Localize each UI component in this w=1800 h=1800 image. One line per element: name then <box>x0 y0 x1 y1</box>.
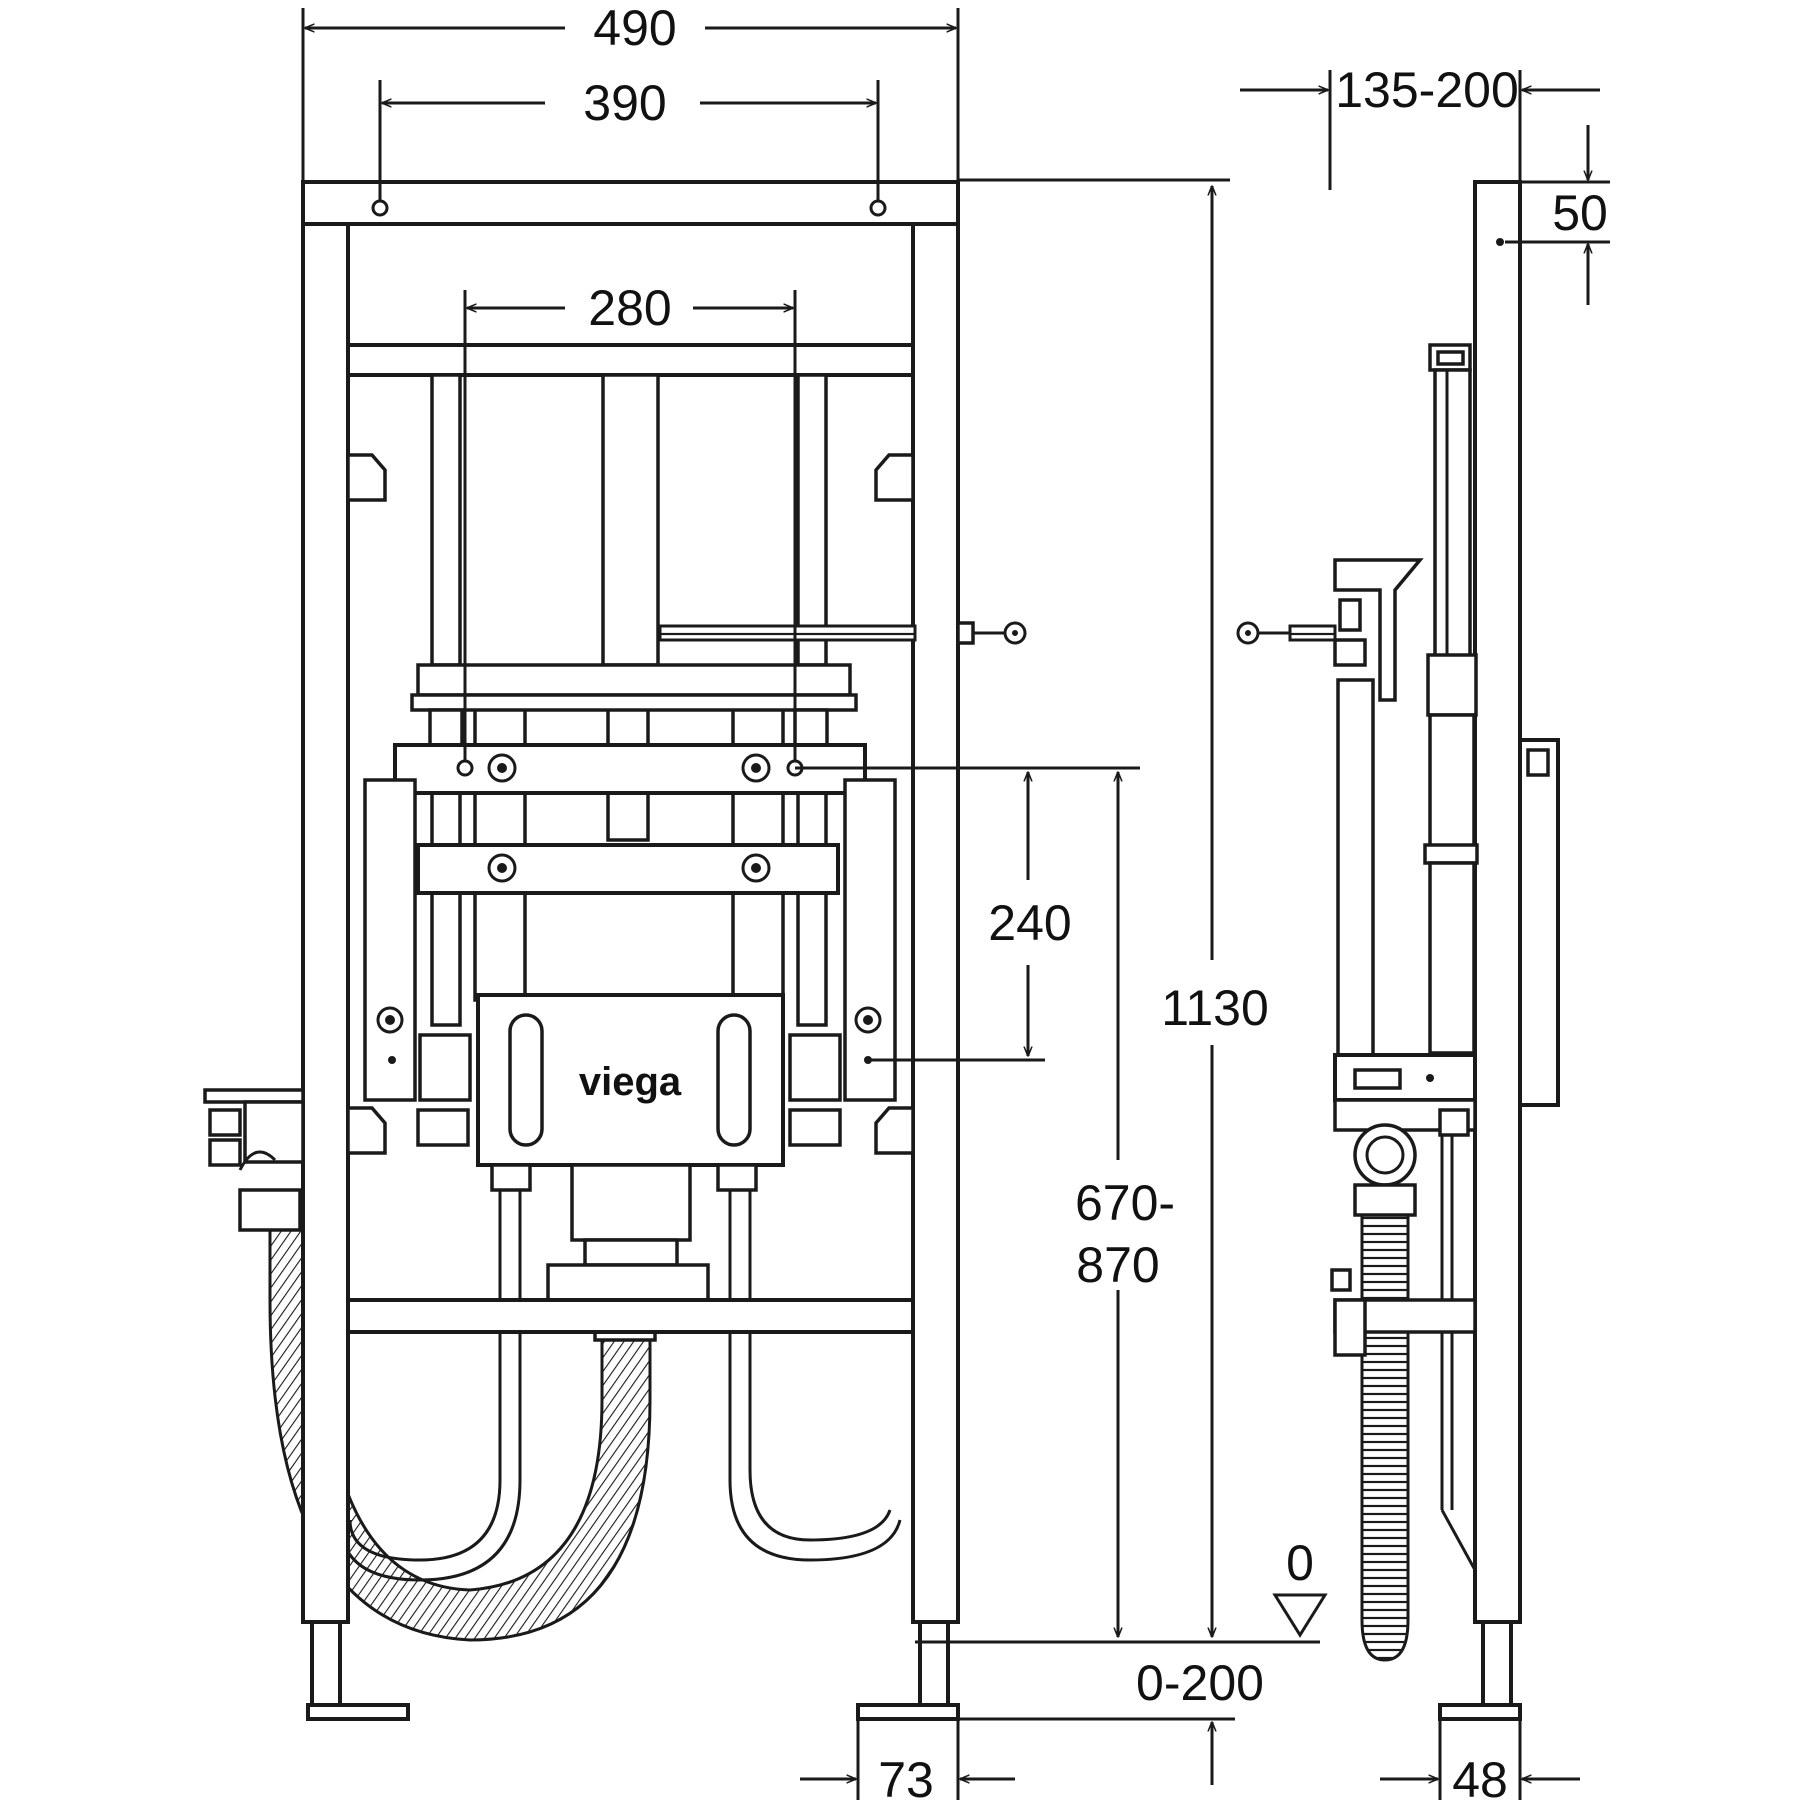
outlet-slot-right <box>716 1013 752 1147</box>
dim-foot-adjust: 0-200 <box>1136 1655 1264 1711</box>
frame-upright-right <box>911 180 960 1624</box>
frame-upright-left <box>301 180 350 1624</box>
front-view: viega <box>203 180 1027 1721</box>
fixing-hole-right <box>869 199 887 217</box>
top-rail <box>301 180 960 226</box>
brand-label: viega <box>579 1060 682 1104</box>
bottom-rail <box>346 1298 915 1334</box>
side-adjustment-head <box>1333 558 1424 702</box>
side-waste-hose <box>1360 1208 1410 1662</box>
dim-mount-height-bottom: 870 <box>1076 1237 1159 1293</box>
bracket-bottom-right <box>874 1106 915 1155</box>
dim-wall-distance: 135-200 <box>1335 62 1519 118</box>
dim-zero-level: 0 <box>1286 1535 1314 1591</box>
side-foot <box>1438 1703 1522 1721</box>
dim-fixing-spacing: 280 <box>588 280 671 336</box>
bracket-bottom-left <box>346 1106 387 1155</box>
bracket-top-right <box>874 453 915 502</box>
dim-top-hole: 50 <box>1552 185 1608 241</box>
supply-pipe-right <box>728 1180 902 1562</box>
outlet-slot-left <box>508 1013 544 1147</box>
dim-outlet-spacing: 240 <box>988 895 1071 951</box>
dim-mount-height-top: 670- <box>1075 1175 1175 1231</box>
side-frame-upright <box>1473 180 1522 1624</box>
dim-total-height: 1130 <box>1161 980 1269 1036</box>
zero-level-triangle-icon <box>1272 1593 1328 1638</box>
front-dimensions: 490 390 280 240 670- 870 1130 0 <box>301 0 1328 1800</box>
wall-plate <box>1518 738 1560 1107</box>
dim-side-foot-width: 48 <box>1452 1752 1508 1800</box>
adjustment-screw <box>658 624 917 642</box>
fixing-hole-left <box>371 199 389 217</box>
foot-right <box>856 1703 960 1721</box>
foot-left <box>306 1703 410 1721</box>
trap-fitting <box>203 1088 305 1104</box>
supply-pipe-left <box>348 1180 502 1562</box>
waste-connector <box>570 1163 692 1242</box>
side-view <box>1236 180 1560 1721</box>
telescopic-column <box>1433 368 1472 707</box>
dim-frame-width: 490 <box>593 0 676 56</box>
side-dimensions: 135-200 50 48 <box>1240 62 1610 1800</box>
dim-foot-width: 73 <box>878 1752 934 1800</box>
ceramic-fixing-hole-left <box>456 759 474 777</box>
dim-hole-spacing: 390 <box>583 75 666 131</box>
bracket-top-left <box>346 453 387 502</box>
